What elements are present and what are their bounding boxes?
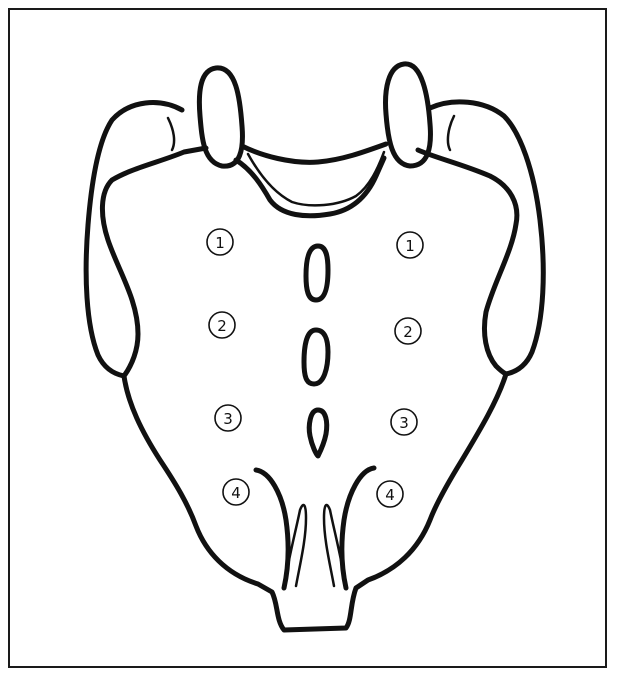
sacrum-body-outline xyxy=(102,148,516,630)
right-marker-2-label: 2 xyxy=(403,323,413,341)
left-marker-4: 4 xyxy=(223,479,249,505)
left-ala-inner-line xyxy=(168,118,174,150)
median-crest-tubercle-3 xyxy=(309,410,326,456)
left-marker-1: 1 xyxy=(207,229,233,255)
left-sacral-cornu xyxy=(256,470,288,588)
right-marker-3-label: 3 xyxy=(399,414,409,432)
right-sacral-cornu xyxy=(342,468,374,588)
right-ala-inner-line xyxy=(448,116,454,150)
right-marker-2: 2 xyxy=(395,318,421,344)
left-marker-3: 3 xyxy=(215,405,241,431)
left-marker-2-label: 2 xyxy=(217,317,227,335)
left-marker-2: 2 xyxy=(209,312,235,338)
median-crest-tubercle-2 xyxy=(304,330,328,384)
right-marker-4-label: 4 xyxy=(385,486,395,504)
right-marker-4: 4 xyxy=(377,481,403,507)
sacral-base-outline xyxy=(242,144,386,162)
left-ala-outline xyxy=(86,103,182,376)
right-marker-1: 1 xyxy=(397,232,423,258)
left-marker-3-label: 3 xyxy=(223,410,233,428)
median-crest-tubercle-1 xyxy=(306,246,328,300)
right-marker-1-label: 1 xyxy=(405,237,415,255)
left-marker-4-label: 4 xyxy=(231,484,241,502)
left-marker-1-label: 1 xyxy=(215,234,225,252)
right-marker-3: 3 xyxy=(391,409,417,435)
left-articular-process xyxy=(199,68,242,166)
